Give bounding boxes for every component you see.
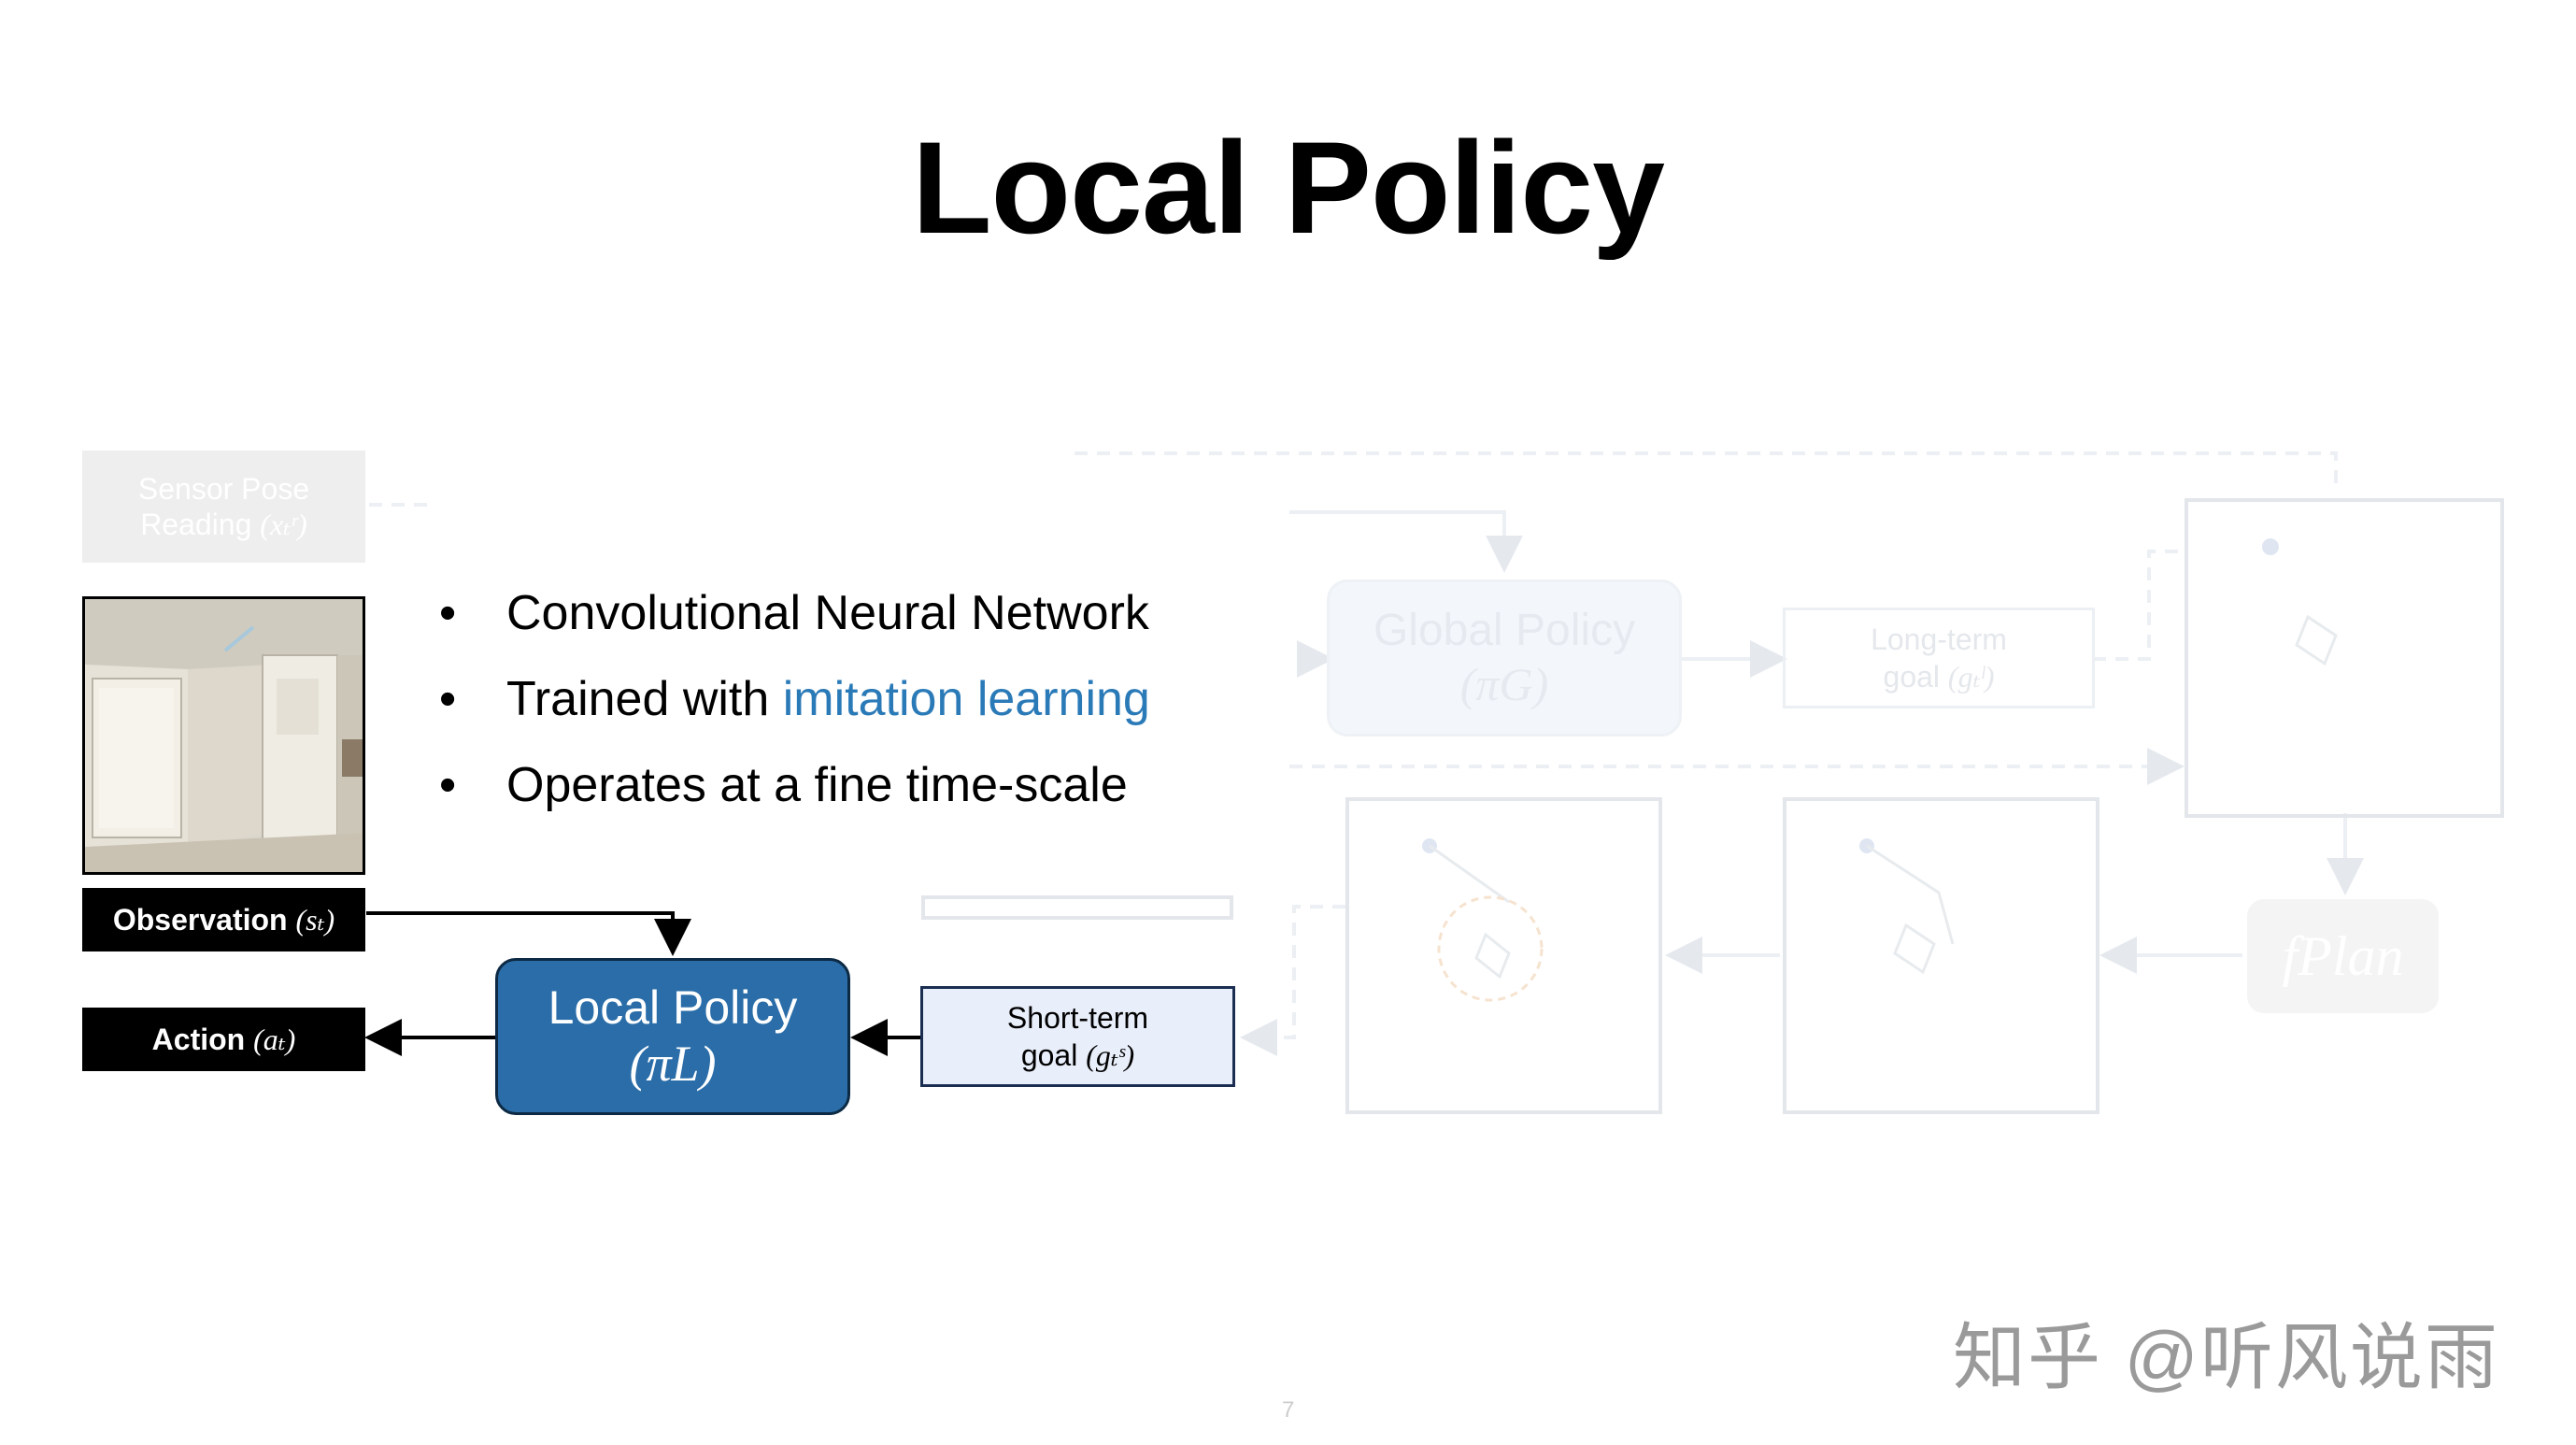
watermark: 知乎 @听风说雨 bbox=[1953, 1316, 2499, 1398]
bullet-item: Operates at a fine time-scale bbox=[439, 751, 1150, 837]
local-policy-connectors bbox=[364, 911, 920, 1056]
sensor-pose-label-line1: Sensor Pose bbox=[137, 472, 310, 506]
room-scene-graphic bbox=[85, 599, 363, 872]
long-term-goal-line2: goal bbox=[1883, 660, 1941, 694]
long-term-goal-math: (gₜˡ) bbox=[1947, 660, 1995, 694]
faded-connectors bbox=[369, 451, 2364, 1056]
bullet-item: Trained with imitation learning bbox=[439, 665, 1150, 751]
short-term-goal-line1: Short-term bbox=[1006, 1001, 1149, 1035]
global-policy-node: Global Policy (πG) bbox=[1327, 579, 1682, 737]
bullet-text: Convolutional Neural Network bbox=[506, 586, 1149, 640]
bullet-list: Convolutional Neural Network Trained wit… bbox=[439, 579, 1150, 837]
f-plan-node: fPlan bbox=[2247, 899, 2439, 1013]
local-policy-node: Local Policy (πL) bbox=[495, 958, 850, 1115]
page-number: 7 bbox=[1282, 1397, 1295, 1423]
action-node: Action (aₜ) bbox=[82, 1008, 365, 1071]
sensor-pose-node: Sensor Pose Reading (xₜʳ) bbox=[82, 451, 365, 563]
sensor-pose-math: (xₜʳ) bbox=[260, 508, 307, 541]
short-term-goal-math: (gₜˢ) bbox=[1086, 1038, 1135, 1072]
long-term-goal-node: Long-term goal (gₜˡ) bbox=[1783, 608, 2095, 708]
long-term-goal-line1: Long-term bbox=[1871, 622, 2007, 656]
slide-title: Local Policy bbox=[912, 114, 1665, 261]
action-math: (aₜ) bbox=[253, 1023, 296, 1056]
local-policy-math: (πL) bbox=[629, 1036, 717, 1092]
faded-map-contents bbox=[1422, 538, 2338, 1002]
global-policy-math: (πG) bbox=[1459, 658, 1549, 710]
bullet-item: Convolutional Neural Network bbox=[439, 579, 1150, 665]
local-policy-label: Local Policy bbox=[548, 981, 798, 1034]
bullet-text: Operates at a fine time-scale bbox=[506, 758, 1128, 812]
short-term-goal-line2: goal bbox=[1020, 1038, 1078, 1072]
short-term-goal-node: Short-term goal (gₜˢ) bbox=[920, 986, 1235, 1087]
bullet-highlight: imitation learning bbox=[782, 672, 1150, 726]
observation-math: (sₜ) bbox=[295, 903, 335, 937]
bullet-text: Trained with bbox=[506, 672, 783, 726]
observation-label: Observation bbox=[112, 902, 288, 937]
observation-image bbox=[82, 596, 365, 875]
f-plan-label: fPlan bbox=[2282, 924, 2404, 987]
action-label: Action bbox=[151, 1022, 246, 1056]
observation-node: Observation (sₜ) bbox=[82, 888, 365, 951]
faded-map-panels bbox=[921, 498, 2504, 1114]
sensor-pose-label-line2: Reading bbox=[140, 508, 252, 541]
global-policy-label: Global Policy bbox=[1373, 606, 1636, 655]
